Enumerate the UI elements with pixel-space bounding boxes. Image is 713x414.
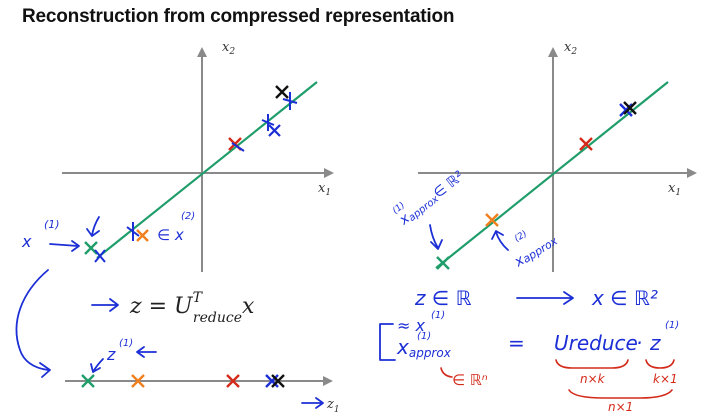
note-result-brace <box>568 389 673 399</box>
z-annotation-superscript: (1) <box>119 338 133 349</box>
z-point-blue <box>265 374 279 388</box>
note-x-approx-sup: (1) <box>417 331 431 342</box>
right-approx2-superscript: (2) <box>513 229 529 244</box>
right-x1-label: x1 <box>668 181 681 198</box>
left-point-blue-x3 <box>231 142 245 152</box>
z1-label: z1 <box>326 397 340 414</box>
left-curved-arrow <box>15 269 49 371</box>
note-equals: = <box>508 331 525 355</box>
left-point-blue-x6 <box>282 92 298 110</box>
note-z-vec-sup: (1) <box>665 320 679 331</box>
left-point-blue-x5 <box>268 124 281 137</box>
z-point-orange <box>131 374 145 388</box>
right-x2-label: x2 <box>564 40 577 57</box>
left-x2-arrowhead <box>197 47 207 57</box>
handwritten-notes: z ∈ ℝ x ∈ ℝ² ≈ x (1) xapprox (1) = Uredu… <box>379 286 679 414</box>
note-bracket <box>379 323 396 361</box>
right-x1-arrowhead <box>687 168 697 178</box>
left-x1-arrowhead <box>324 168 334 178</box>
right-point-red <box>579 137 593 151</box>
right-x2-arrowhead <box>548 47 558 57</box>
left-x2-label-hand: ∈ x <box>157 226 184 244</box>
z-annotation: z <box>106 345 116 364</box>
left-projection-line <box>96 81 318 259</box>
note-approx-x: ≈ x <box>397 316 425 335</box>
note-x-in-r2: x ∈ ℝ² <box>591 286 658 310</box>
z1-label-arrow <box>301 397 324 409</box>
note-dim-nk: n×k <box>580 372 606 386</box>
z-point-red <box>226 374 240 388</box>
note-dim-k1: k×1 <box>653 372 678 386</box>
left-x2-superscript: (2) <box>181 211 195 222</box>
z-point-green <box>81 374 95 388</box>
right-approx1-arrow <box>429 224 443 250</box>
note-u-reduce: Ureduce <box>554 331 638 355</box>
note-z-in-r: z ∈ ℝ <box>414 286 472 310</box>
formula-arrow <box>91 298 119 312</box>
z-axis-group: z1 z (1) <box>65 338 340 414</box>
left-point-blue-x2 <box>126 222 140 241</box>
left-point-blue-x4 <box>261 114 275 131</box>
left-point-blue-x1 <box>94 249 106 263</box>
note-rn-bracket <box>440 367 453 378</box>
right-point-green <box>436 256 450 270</box>
right-approx1-annotation: (1) xapprox∈ ℝ² <box>391 168 468 229</box>
left-down-arrow <box>86 216 100 237</box>
left-curved-arrowhead <box>39 362 51 378</box>
right-approx2-arrow <box>491 230 509 251</box>
z-left-arrow <box>136 346 157 358</box>
left-x1-arrow <box>49 240 80 252</box>
note-arrow-right <box>516 291 574 305</box>
z1-arrowhead <box>323 376 333 386</box>
note-x-approx: xapprox <box>396 335 452 360</box>
right-plot: x2 x1 (1) xapprox∈ ℝ² (2) xapprox <box>391 40 697 272</box>
z-point-black <box>271 374 285 388</box>
left-x2-label: x2 <box>222 40 235 57</box>
note-approx-x-sup: (1) <box>431 310 445 321</box>
left-x1-label-hand: x <box>21 232 32 251</box>
left-point-black-x <box>275 85 289 99</box>
note-in-rn: ∈ ℝⁿ <box>452 371 488 389</box>
right-approx2-annotation: (2) xapprox <box>511 229 560 271</box>
note-z-vec: z <box>649 331 661 355</box>
note-dot: · <box>636 331 642 355</box>
z-down-arrow <box>90 358 104 373</box>
right-approx1-label: xapprox∈ ℝ² <box>396 168 468 229</box>
left-point-orange-x <box>136 229 149 242</box>
left-point-green-x <box>84 241 98 255</box>
note-u-brace <box>555 359 629 369</box>
left-x1-label: x1 <box>318 181 331 198</box>
right-point-orange <box>485 213 499 227</box>
left-x1-superscript: (1) <box>44 218 60 231</box>
left-plot: x2 x1 (1) x ∈ x (2) <box>15 40 334 378</box>
right-point-black <box>623 101 637 115</box>
note-dim-n1: n×1 <box>608 400 633 414</box>
note-z-brace <box>645 359 675 369</box>
right-point-blue <box>619 103 633 117</box>
slide-title: Reconstruction from compressed represent… <box>22 6 455 27</box>
